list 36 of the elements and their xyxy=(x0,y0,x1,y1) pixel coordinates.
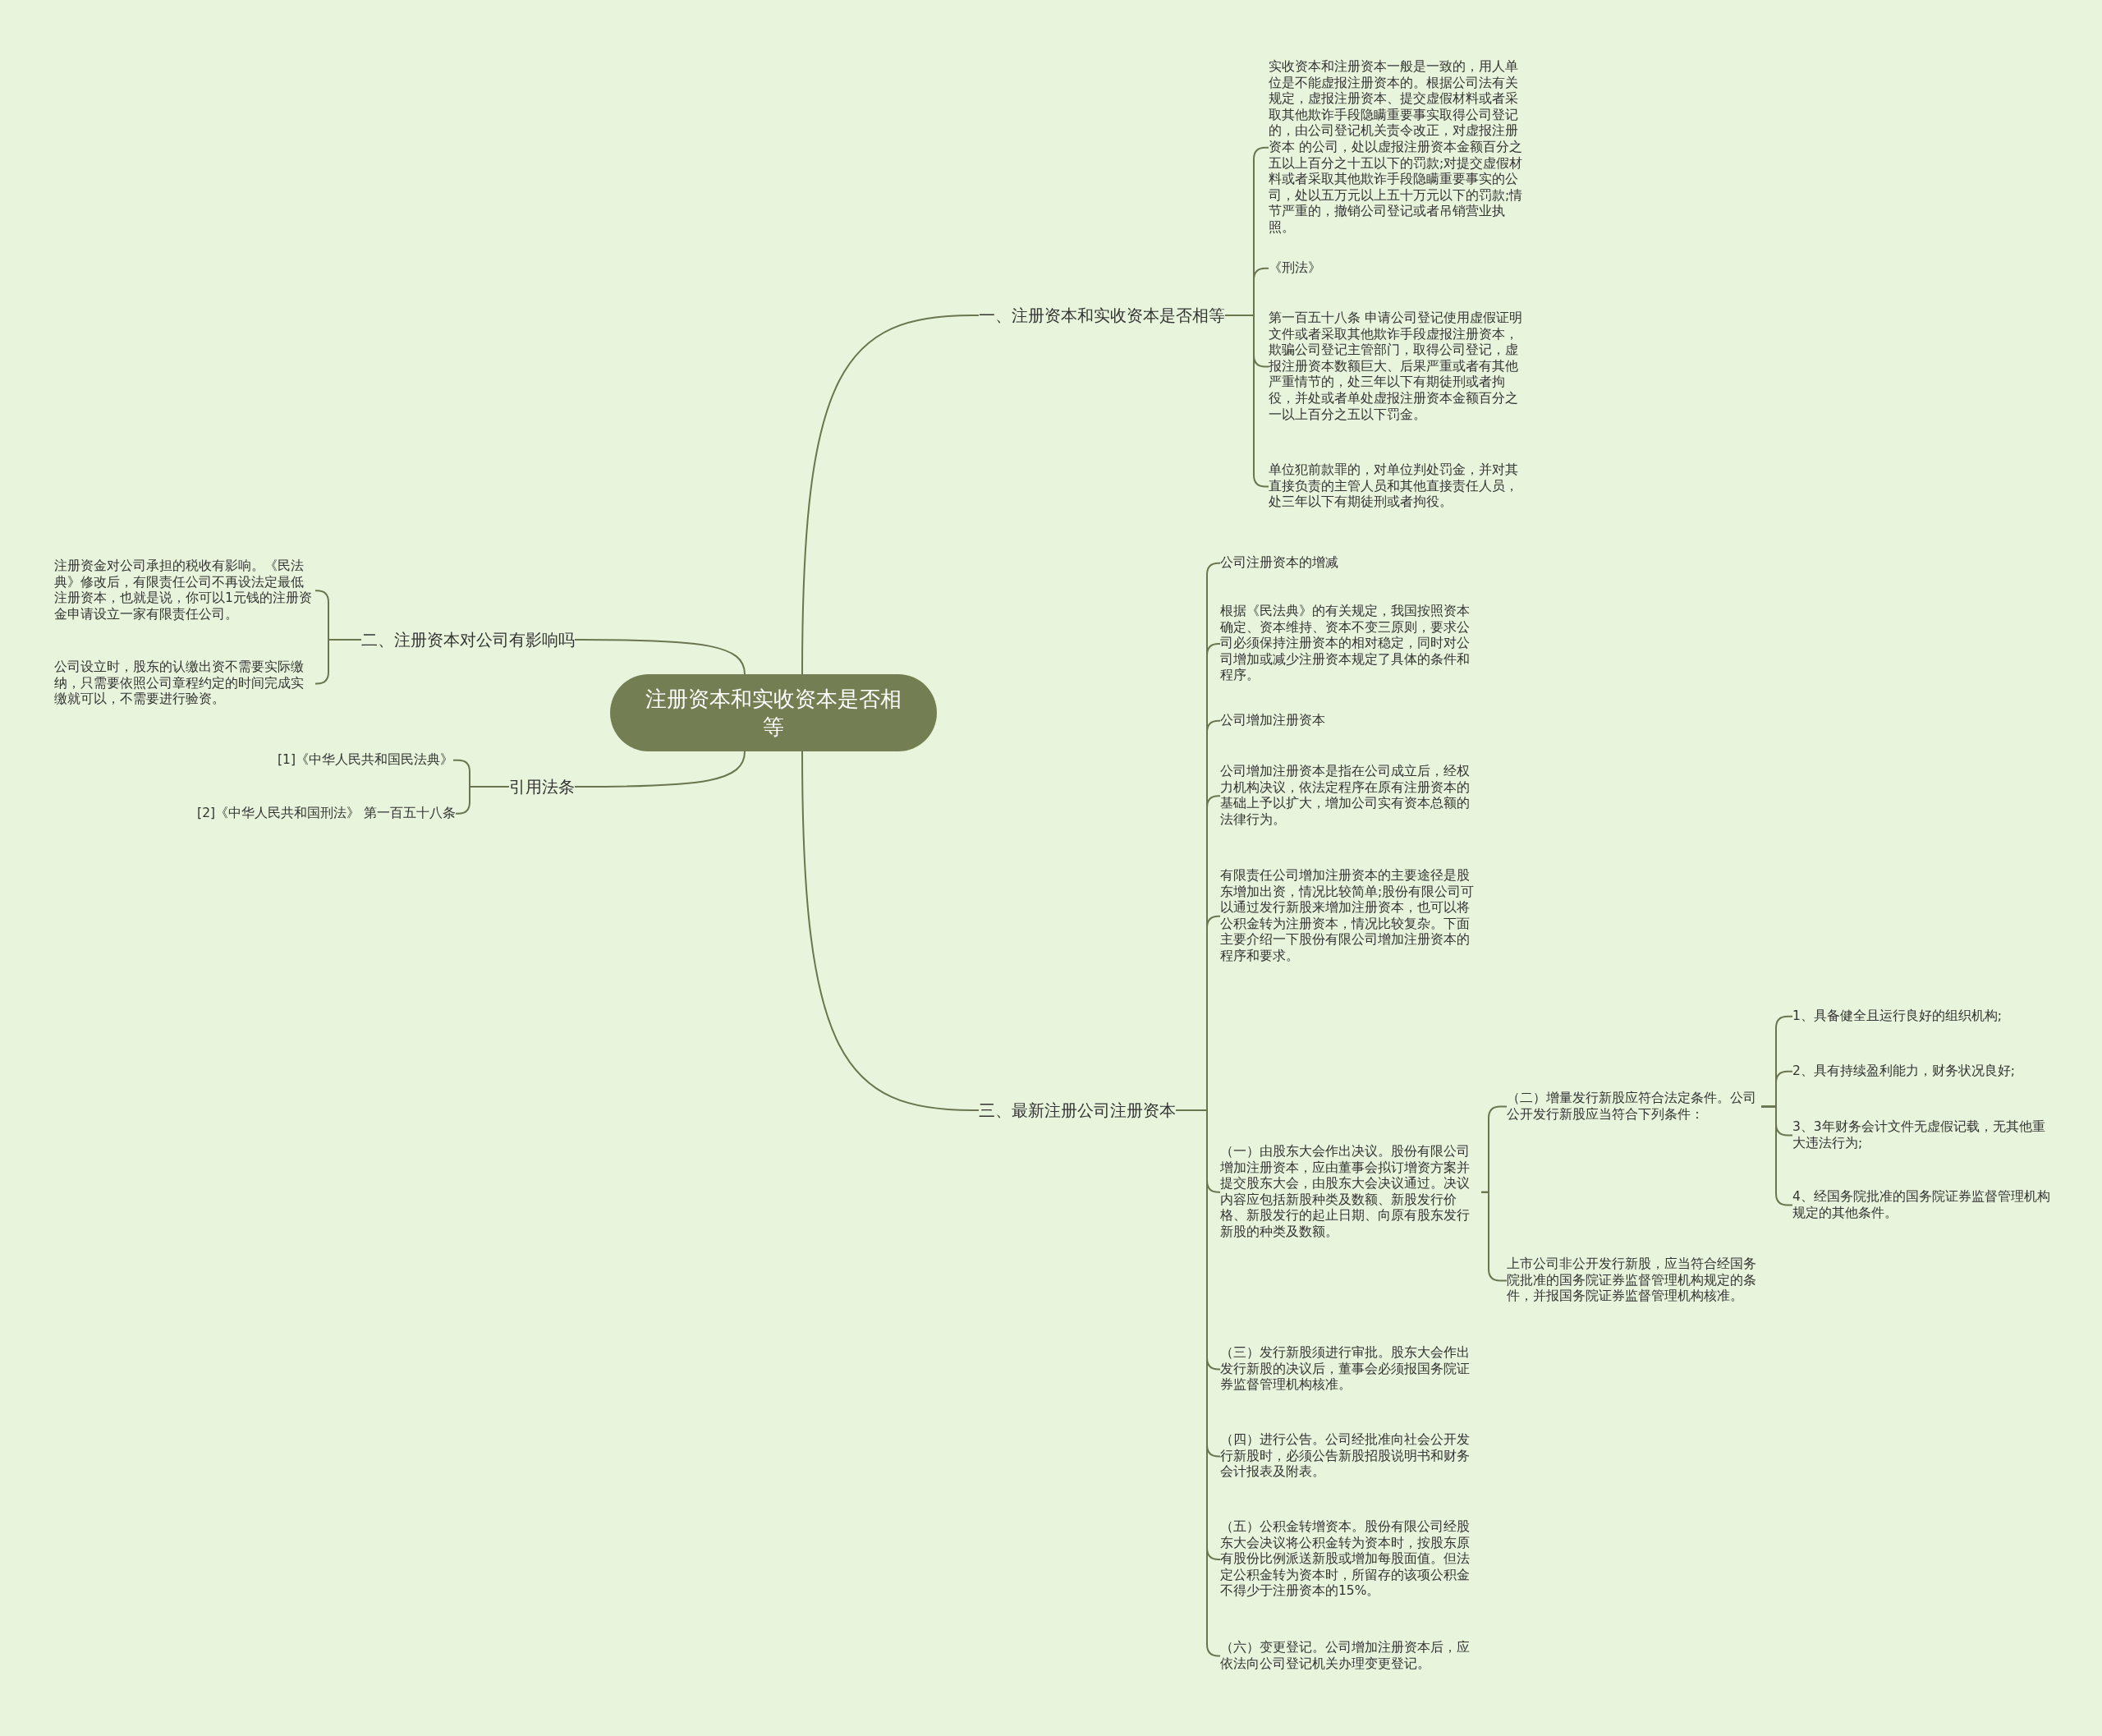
connector-line xyxy=(574,639,746,675)
connector-line xyxy=(801,315,980,675)
note-text: [2]《中华人民共和国刑法》 第一百五十八条 xyxy=(197,806,456,822)
branch-topic-text: 二、注册资本对公司有影响吗 xyxy=(361,629,575,650)
branch-topic-text: 一、注册资本和实收资本是否相等 xyxy=(979,305,1225,326)
note-text: 实收资本和注册资本一般是一致的，用人单位是不能虚报注册资本的。根据公司法有关规定，虚报注册资本、提交虚假材料或者采取其他欺诈手段隐瞒重要事实取得公司登记的，由公司登记机关责令改正，对虚报注册资本 的公司，处以虚报注册资本金额百分之五以上百分之十五以下的罚款;对提交虚假材料或者采取其他欺诈手段隐瞒重要事实的公司，处以五万元以上五十万元以下的罚款;情节严重的，撤销公司登记或者吊销营业执照。 xyxy=(1269,59,1530,237)
note-text: 上市公司非公开发行新股，应当符合经国务院批准的国务院证券监督管理机构规定的条件，并报国务院证券监督管理机构核准。 xyxy=(1507,1256,1768,1305)
note-text: 《刑法》 xyxy=(1269,260,1530,277)
branch-topic-text: 引用法条 xyxy=(509,776,575,797)
note-text: 公司增加注册资本是指在公司成立后，经权力机构决议，依法定程序在原有注册资本的基础上予以扩大，增加公司实有资本总额的法律行为。 xyxy=(1220,764,1481,829)
connector-line xyxy=(455,786,510,815)
note-text: （一）由股东大会作出决议。股份有限公司增加注册资本，应由董事会拟订增资方案并提交股东大会，由股东大会决议通过。决议内容应包括新股种类及数额、新股发行价格、新股发行的起止日期、向原有股东发行新股的种类及数额。 xyxy=(1220,1144,1481,1241)
note-text: 根据《民法典》的有关规定，我国按照资本确定、资本维持、资本不变三原则，要求公司必须保持注册资本的相对稳定，同时对公司增加或减少注册资本规定了具体的条件和程序。 xyxy=(1220,604,1481,684)
note-text: （二）增量发行新股应符合法定条件。公司公开发行新股应当符合下列条件： xyxy=(1507,1091,1761,1123)
branch-topic-text: 三、最新注册公司注册资本 xyxy=(979,1100,1176,1121)
note-text: 单位犯前款罪的，对单位判处罚金，并对其直接负责的主管人员和其他直接责任人员，处三年以下有期徒刑或者拘役。 xyxy=(1269,462,1530,511)
connector-line xyxy=(1175,1109,1221,1657)
note-text: 公司设立时，股东的认缴出资不需要实际缴纳，只需要依照公司章程约定的时间完成实缴就可以，不需要进行验资。 xyxy=(54,659,315,708)
connector-line xyxy=(801,751,980,1111)
note-text: 2、具有持续盈利能力，财务状况良好; xyxy=(1792,1063,2063,1080)
note-text: （五）公积金转增资本。股份有限公司经股东大会决议将公积金转为资本时，按股东原有股份比例派送新股或增加每股面值。但法定公积金转为资本时，所留存的该项公积金不得少于注册资本的15%。 xyxy=(1220,1519,1481,1600)
note-text: 公司注册资本的增减 xyxy=(1220,555,1481,572)
note-text: 公司增加注册资本 xyxy=(1220,713,1481,729)
note-text: （六）变更登记。公司增加注册资本后，应依法向公司登记机关办理变更登记。 xyxy=(1220,1640,1481,1673)
note-text: （三）发行新股须进行审批。股东大会作出发行新股的决议后，董事会必须报国务院证券监督管理机构核准。 xyxy=(1220,1345,1481,1394)
note-text: 注册资金对公司承担的税收有影响。《民法典》修改后，有限责任公司不再设法定最低注册资本，也就是说，你可以1元钱的注册资金申请设立一家有限责任公司。 xyxy=(54,558,315,623)
note-text: （四）进行公告。公司经批准向社会公开发行新股时，必须公告新股招股说明书和财务会计报表及附表。 xyxy=(1220,1432,1481,1481)
connector-line xyxy=(574,751,746,788)
note-text: 4、经国务院批准的国务院证券监督管理机构规定的其他条件。 xyxy=(1792,1189,2054,1222)
connector-line xyxy=(314,639,362,685)
note-text: 第一百五十八条 申请公司登记使用虚假证明文件或者采取其他欺诈手段虚报注册资本，欺骗公司登记主管部门，取得公司登记，虚报注册资本数额巨大、后果严重或者有其他严重情节的，处三年以下有期徒刑或者拘役，并处或者单处虚报注册资本金额百分之一以上百分之五以下罚金。 xyxy=(1269,310,1530,424)
central-topic-box: 注册资本和实收资本是否相等 xyxy=(610,674,937,751)
note-text: 1、具备健全且运行良好的组织机构; xyxy=(1792,1008,2063,1025)
note-text: [1]《中华人民共和国民法典》 xyxy=(278,752,453,769)
note-text: 有限责任公司增加注册资本的主要途径是股东增加出资，情况比较简单;股份有限公司可以通过发行新股来增加注册资本，也可以将公积金转为注册资本，情况比较复杂。下面主要介绍一下股份有限公司增加注册资本的程序和要求。 xyxy=(1220,868,1481,965)
note-text: 3、3年财务会计文件无虚假记载，无其他重大违法行为; xyxy=(1792,1119,2054,1152)
